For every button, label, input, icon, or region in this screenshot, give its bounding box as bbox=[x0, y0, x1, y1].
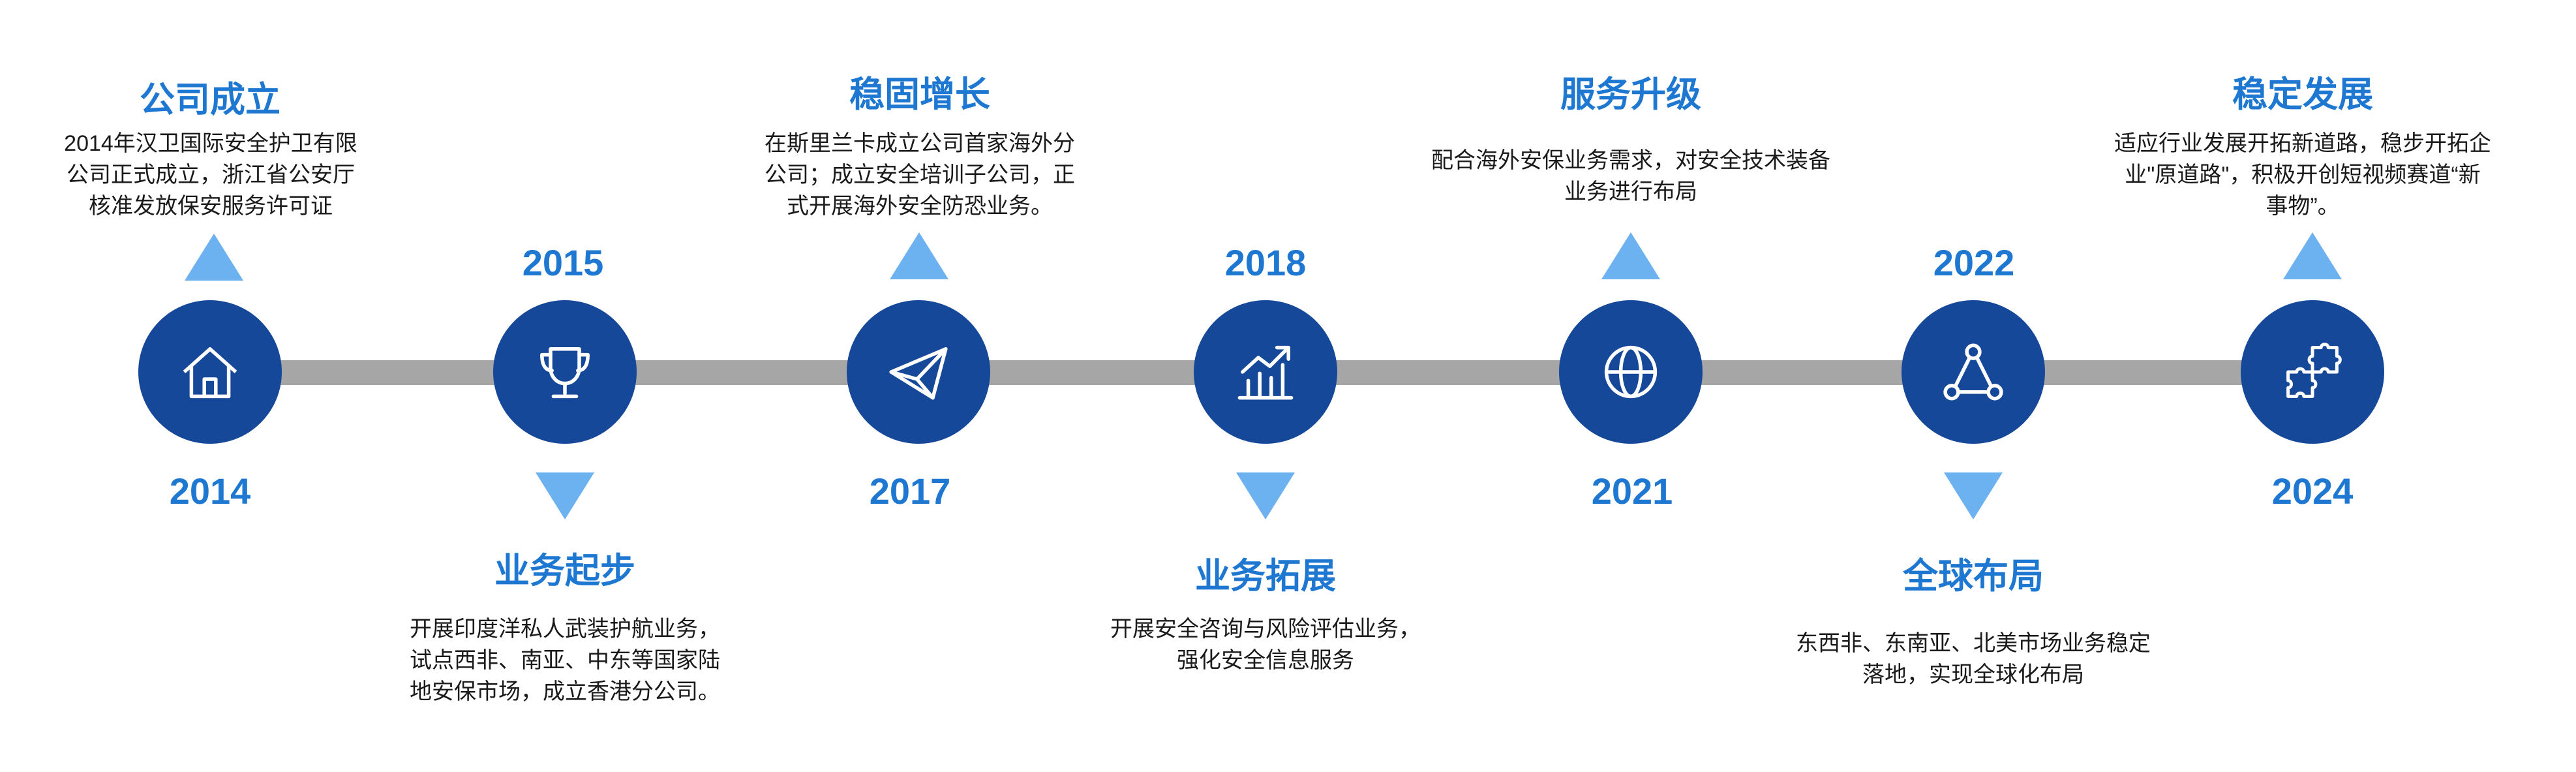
milestone-node-2018[interactable] bbox=[1194, 300, 1337, 444]
milestone-year-2022: 2022 bbox=[1933, 242, 2015, 283]
milestone-title-2017: 稳固增长 bbox=[849, 75, 990, 114]
globe-icon bbox=[1604, 345, 1658, 399]
arrow-down-icon bbox=[536, 472, 594, 519]
milestone-title-2024: 稳定发展 bbox=[2232, 75, 2373, 114]
milestone-desc-2024: 适应行业发展开拓新道路，稳步开拓企 业"原道路"，积极开创短视频赛道“新 事物”… bbox=[2114, 131, 2491, 219]
milestone-desc-2017: 在斯里兰卡成立公司首家海外分 公司；成立安全培训子公司，正 式开展海外安全防恐业… bbox=[765, 131, 1075, 219]
milestone-year-2018: 2018 bbox=[1224, 242, 1307, 283]
milestone-desc-2022: 东西非、东南亚、北美市场业务稳定 落地，实现全球化布局 bbox=[1796, 631, 2151, 687]
house-icon bbox=[183, 347, 237, 399]
milestone-node-2024[interactable] bbox=[2241, 300, 2384, 444]
arrow-up-icon bbox=[1601, 232, 1660, 279]
milestone-desc-2014: 2014年汉卫国际安全护卫有限 公司正式成立，浙江省公安厅 核准发放保安服务许可… bbox=[64, 131, 357, 219]
arrow-up-icon bbox=[890, 232, 948, 279]
milestone-year-2021: 2021 bbox=[1591, 471, 1673, 512]
arrow-down-icon bbox=[1236, 472, 1295, 519]
puzzle-icon bbox=[2286, 343, 2342, 398]
milestone-node-2015[interactable] bbox=[493, 300, 637, 444]
milestone-node-2017[interactable] bbox=[847, 300, 990, 444]
arrow-up-icon bbox=[2283, 232, 2342, 279]
network-icon bbox=[1943, 343, 2003, 401]
milestone-node-2021[interactable] bbox=[1559, 300, 1703, 444]
milestone-title-2014: 公司成立 bbox=[140, 80, 280, 119]
arrow-down-icon bbox=[1944, 472, 2003, 519]
milestone-title-2015: 业务起步 bbox=[494, 551, 635, 591]
milestone-year-2015: 2015 bbox=[522, 242, 604, 283]
growth-chart-icon bbox=[1237, 345, 1294, 400]
milestone-title-2021: 服务升级 bbox=[1560, 75, 1701, 114]
milestone-node-2014[interactable] bbox=[138, 300, 282, 444]
milestone-title-2022: 全球布局 bbox=[1903, 557, 2044, 596]
milestone-year-2017: 2017 bbox=[869, 471, 951, 512]
paper-plane-icon bbox=[889, 347, 948, 400]
arrow-up-icon bbox=[185, 234, 243, 281]
milestone-year-2014: 2014 bbox=[169, 471, 251, 512]
milestone-node-2022[interactable] bbox=[1902, 300, 2045, 444]
milestone-desc-2021: 配合海外安保业务需求，对安全技术装备 业务进行布局 bbox=[1431, 148, 1830, 204]
milestone-desc-2015: 开展印度洋私人武装护航业务， 试点西非、南亚、中东等国家陆 地安保市场，成立香港… bbox=[410, 617, 720, 704]
milestone-year-2024: 2024 bbox=[2271, 471, 2354, 512]
milestone-title-2018: 业务拓展 bbox=[1195, 557, 1336, 596]
trophy-icon bbox=[540, 347, 590, 399]
milestone-desc-2018: 开展安全咨询与风险评估业务， 强化安全信息服务 bbox=[1110, 617, 1421, 673]
